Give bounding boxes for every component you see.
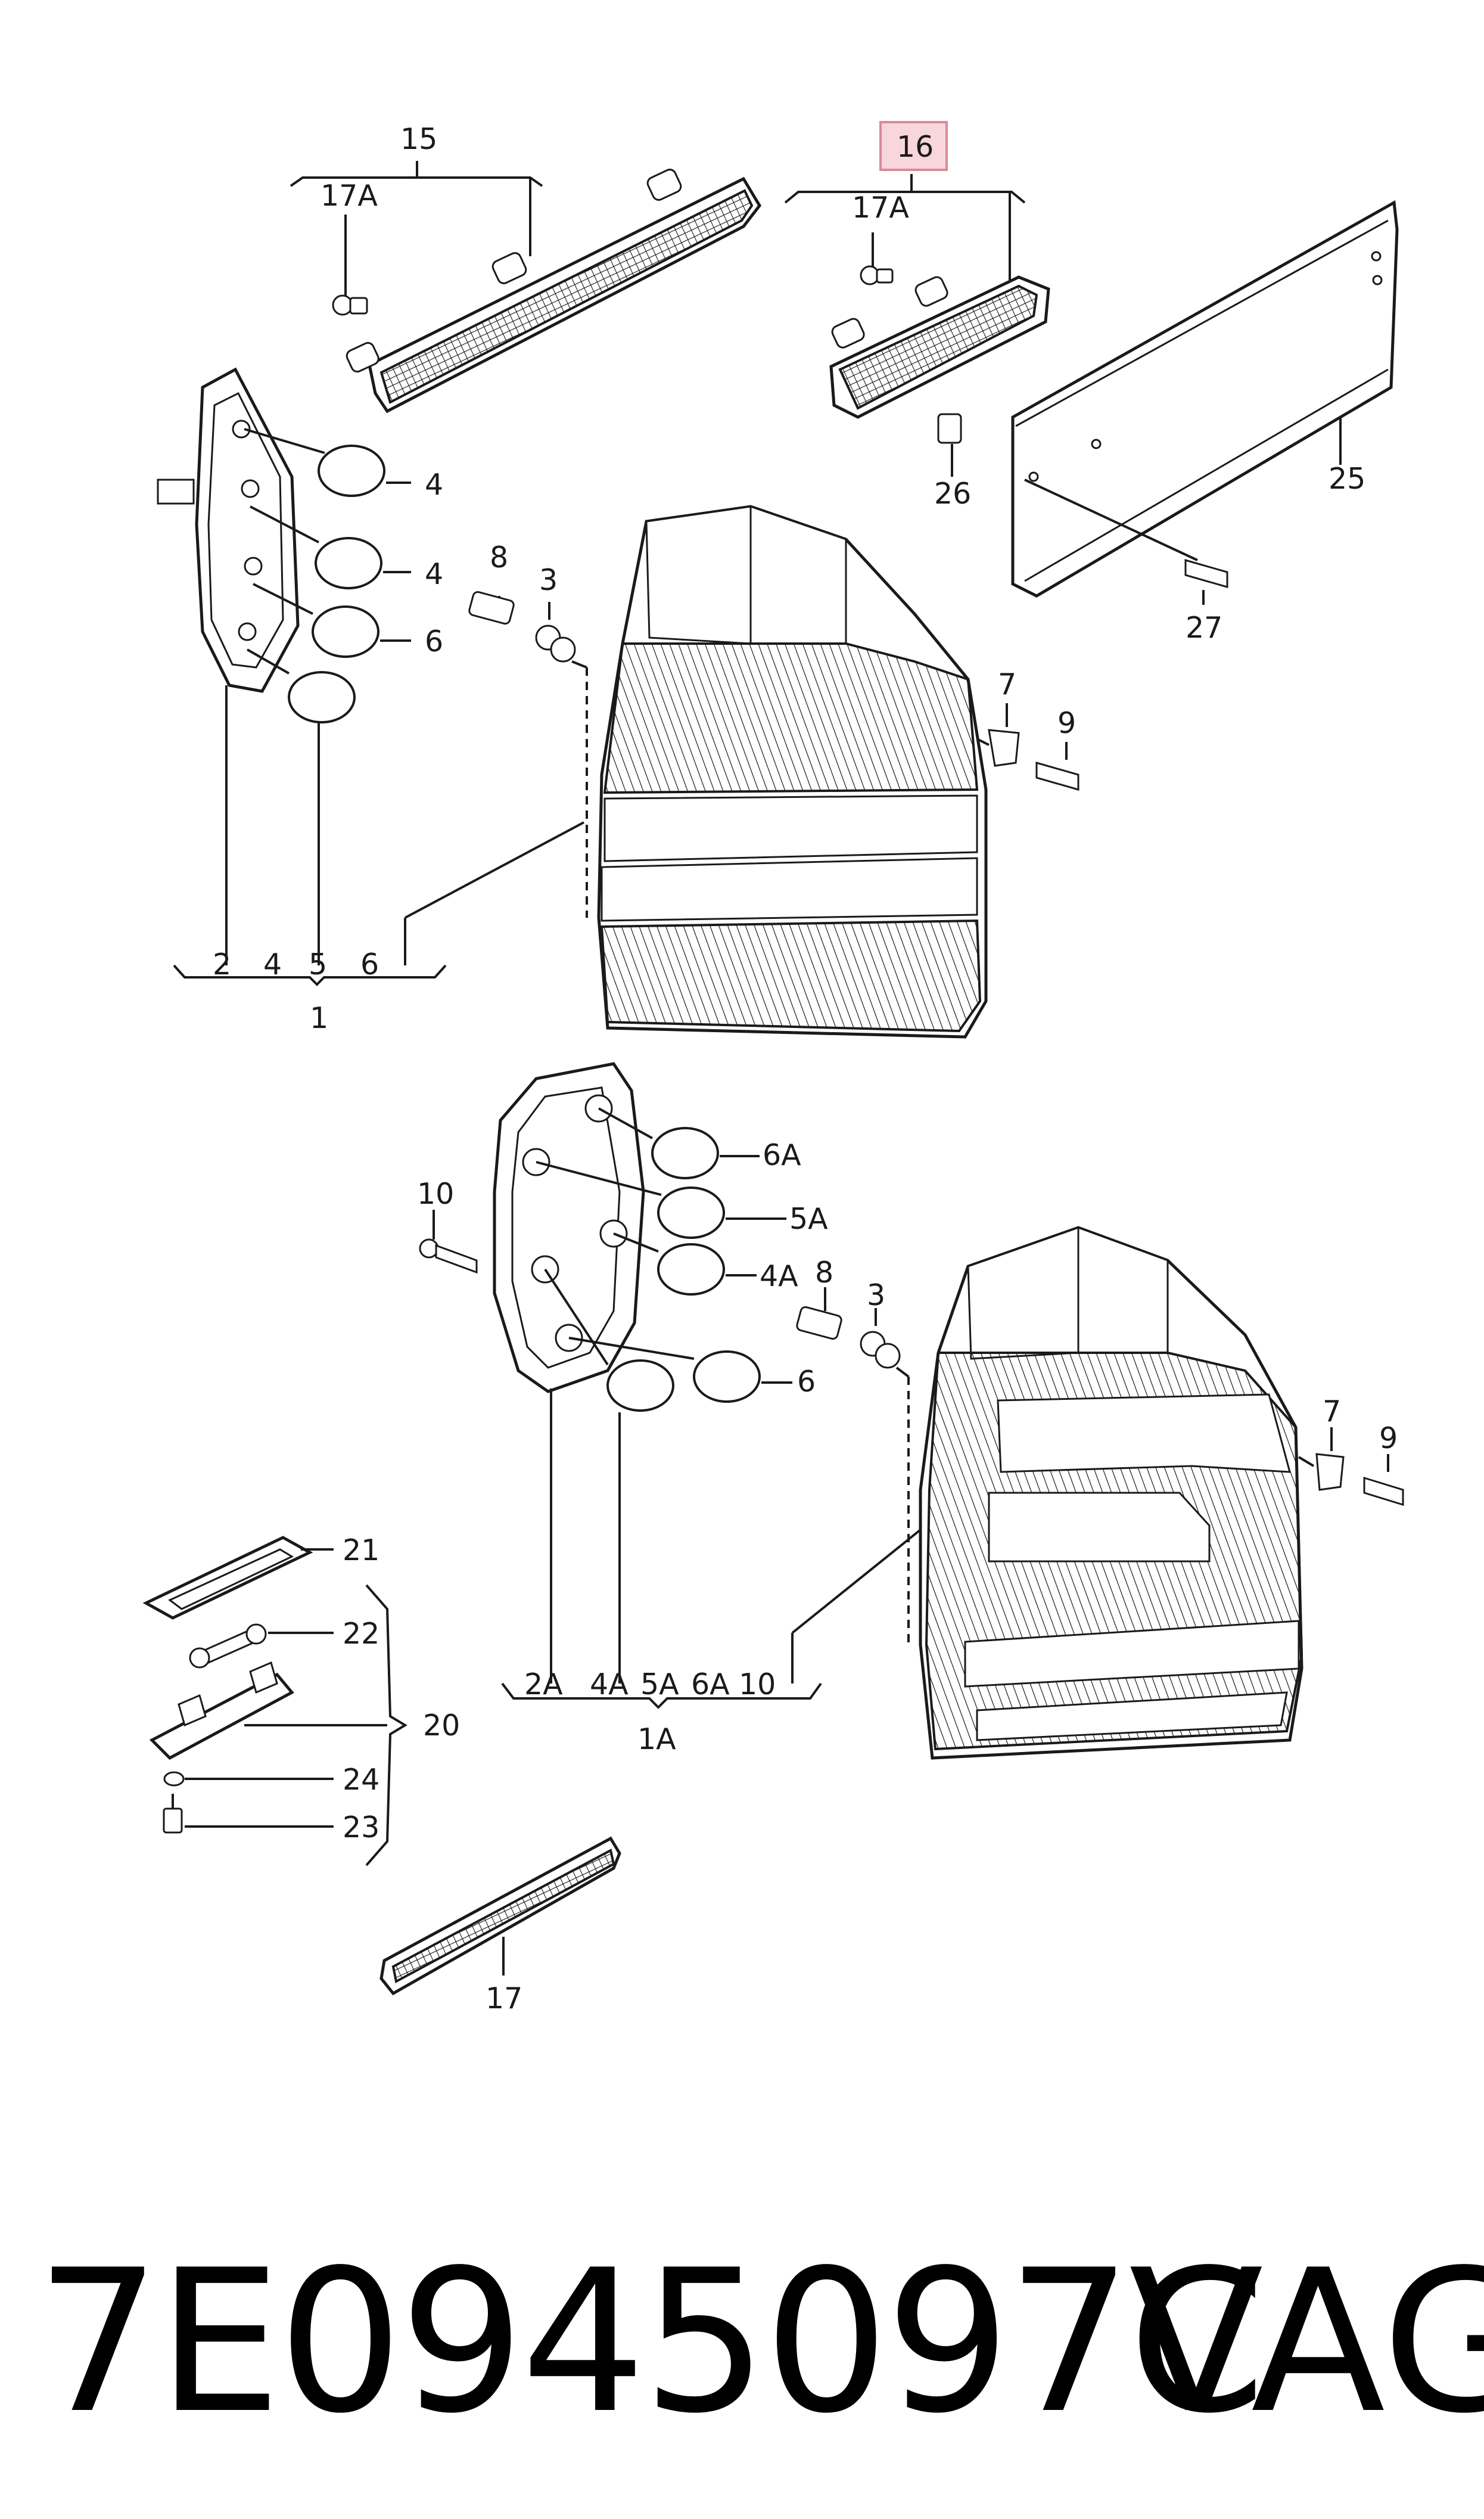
callout-9-upper: 9 [1057,706,1076,740]
bracket1-item-5: 5 [309,948,327,981]
bracket2-label-1A: 1A [637,1722,676,1756]
part-16-brake-light-right [784,121,1050,419]
callout-15: 15 [400,122,437,156]
part-1A-bulb-holder [419,1062,931,1709]
callout-10: 10 [417,1177,454,1211]
fastener-8-3-upper [468,591,588,918]
bulb-4-upper [244,428,411,497]
bracket1-label-1: 1 [310,1001,328,1035]
fastener-7-9-lower [1298,1427,1404,1507]
bulb-5 [247,648,356,723]
callout-24: 24 [343,1763,379,1797]
callout-8-upper: 8 [490,541,508,574]
part-16-highlight-box[interactable] [879,121,948,171]
part-25-mounting-plate [937,200,1399,605]
tail-lamp-right [796,1226,1404,1760]
callout-labels: 15 17A 16 17A 4 4 6 8 3 7 9 26 25 27 2 4… [213,122,1398,2015]
part-1-bulb-holder [157,367,584,986]
callout-4A: 4A [760,1259,798,1293]
callout-4-upper: 4 [425,468,443,502]
part-17-reflector [379,1836,621,1996]
bracket1-item-2: 2 [213,948,231,981]
callout-7-upper: 7 [998,667,1016,701]
bracket2-item-4A: 4A [590,1667,629,1701]
bracket2-item-6A: 6A [691,1667,730,1701]
callout-7-lower: 7 [1323,1394,1341,1428]
callout-5A: 5A [789,1202,828,1236]
screw-10 [419,1210,478,1274]
callout-26: 26 [934,477,971,511]
bulb-6 [253,583,411,658]
bulb-6-lower [568,1337,792,1403]
callout-23: 23 [343,1810,379,1844]
callout-25: 25 [1329,462,1365,496]
bulb-5A [536,1161,786,1239]
bracket2-item-10: 10 [739,1667,776,1701]
bracket1-item-6: 6 [360,948,379,981]
bulb-6A [598,1107,760,1179]
bracket2-item-2A: 2A [524,1667,563,1701]
tail-lamp-left [468,505,1079,1039]
callout-27: 27 [1186,611,1222,645]
bulb-4-lower [250,505,411,589]
bulb-5A-lower [544,1268,674,1412]
fastener-7-9-upper [976,703,1079,791]
callout-6-upper: 6 [425,625,443,659]
licence-plate-light-group [142,1536,407,1866]
callout-9-lower: 9 [1379,1421,1398,1455]
callout-16[interactable]: 16 [897,130,934,164]
callout-3-upper: 3 [539,563,558,597]
footer: 7E0945097C VAG [0,2217,1484,2467]
callout-6-lower: 6 [797,1365,816,1399]
callout-17A-right: 17A [852,191,909,225]
callout-6A: 6A [763,1138,801,1172]
callout-17A-left: 17A [321,179,378,213]
callout-21: 21 [343,1533,379,1567]
fastener-8-3-lower [796,1287,910,1645]
callout-8-lower: 8 [815,1256,833,1290]
callout-4-lower: 4 [425,557,443,591]
callout-17: 17 [486,1981,522,2015]
callout-3-lower: 3 [867,1278,885,1312]
callout-22: 22 [343,1617,379,1651]
brand-name: VAG [1129,2228,1484,2456]
bracket2-item-5A: 5A [640,1667,679,1701]
part-number: 7E0945097C [36,2228,1266,2456]
bracket1-item-4: 4 [263,948,282,981]
part-15-brake-light-left [290,161,762,414]
callout-20: 20 [423,1709,460,1743]
bulb-4A [613,1232,757,1296]
